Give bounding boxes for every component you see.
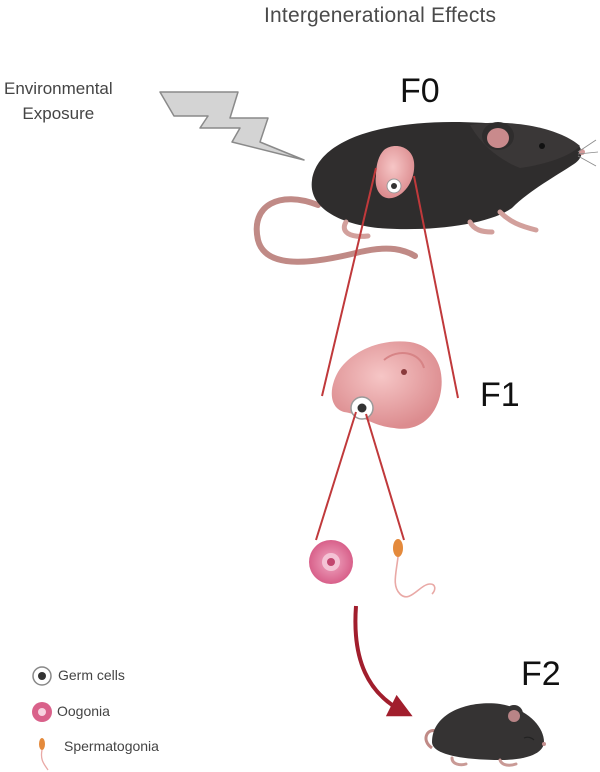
exposure-label: Environmental Exposure [4,76,113,126]
label-f0: F0 [400,72,440,110]
oogonia-legend-icon [32,702,52,722]
projection-line [365,413,405,541]
legend-oogonia: Oogonia [57,703,110,719]
label-f2: F2 [521,655,561,693]
germ-cell-legend-icon [32,666,52,686]
exposure-label-line1: Environmental [4,79,113,98]
projection-line [315,411,357,541]
f1-embryo [331,341,442,429]
projection-line [413,175,459,399]
generation-arrow [353,605,413,717]
legend-germ-cells: Germ cells [58,667,125,683]
spermatogonia-legend-icon [39,738,49,771]
label-f1: F1 [480,376,520,414]
diagram-title: Intergenerational Effects [264,4,497,27]
exposure-label-line2: Exposure [22,104,95,123]
lightning-bolt-icon [159,91,305,161]
legend-spermatogonia: Spermatogonia [64,738,159,754]
oogonia-cell [309,540,353,584]
projection-line [321,167,377,397]
f2-mouse [424,703,546,767]
spermatogonia-cell [393,539,436,598]
f0-mouse [253,122,599,265]
